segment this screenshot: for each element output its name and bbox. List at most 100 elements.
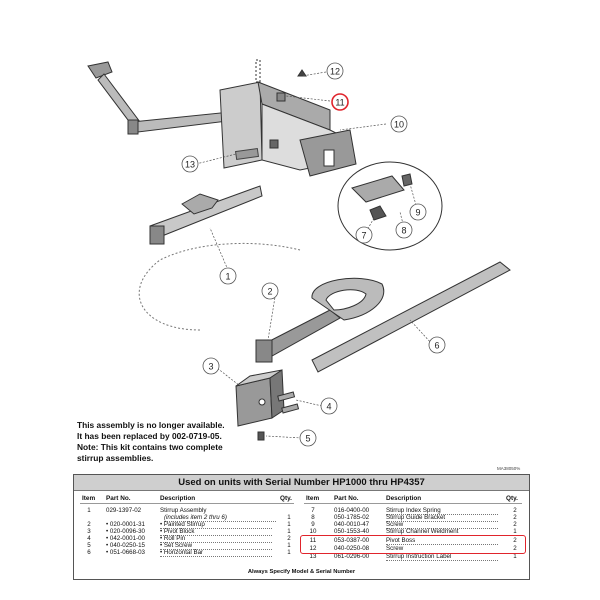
pivot-boss [276,69,307,102]
callout-4 [320,397,338,415]
cell-part: 029-1397-02 [106,507,142,514]
callout-num-8: 8 [401,226,406,236]
cell-qty: 1 [287,549,291,556]
callout-6 [428,336,446,354]
cell-desc: (includes item 2 thru 6) [164,514,276,522]
cell-desc: • Horizontal Bar [160,549,272,557]
cell-part: • 020-0001-31 [106,521,145,528]
notice-line-4: stirrup assemblies. [77,453,154,463]
cell-part: • 020-0096-30 [106,528,145,535]
header-item-right: Item [306,495,320,502]
parts-table: Used on units with Serial Number HP1000 … [73,474,530,580]
callout-num-1: 1 [225,272,230,282]
header-desc-left: Description [160,495,196,502]
horizontal-bar [311,261,511,373]
cell-desc: • Painted Stirrup [160,521,272,529]
callout-numbers: 1 2 3 4 5 6 7 8 9 10 11 12 13 [185,67,440,444]
availability-notice: This assembly is no longer available. It… [77,420,277,464]
cell-item: 9 [311,521,315,528]
callout-num-4: 4 [326,402,331,412]
callout-num-11: 11 [335,98,344,108]
callout-10 [390,115,408,133]
callout-8 [395,221,413,239]
cell-part: 053-0387-00 [334,537,370,544]
callout-num-10: 10 [394,120,404,130]
header-qty-left: Qty. [280,495,292,502]
cell-item: 10 [309,528,317,535]
header-part-right: Part No. [334,495,359,502]
cell-item: 6 [87,549,91,556]
notice-line-2: It has been replaced by 002-0719-05. [77,431,222,441]
cell-item: 13 [309,553,317,560]
assembly-bracket [138,242,301,331]
cell-qty: 1 [287,521,291,528]
stirrup-channel-weldment [219,59,357,177]
cell-desc: • Pivot Block [160,528,272,536]
callout-3 [202,357,220,375]
cell-desc: Screw [386,521,498,529]
roll-pins [277,391,300,414]
callout-12 [326,62,344,80]
callout-num-12: 12 [330,67,340,77]
header-desc-right: Description [386,495,422,502]
callout-num-6: 6 [434,341,439,351]
cell-qty: 2 [287,535,291,542]
instruction-label [234,147,260,161]
painted-stirrup [255,277,385,363]
cell-part: 040-0250-08 [334,545,370,552]
header-part-left: Part No. [106,495,131,502]
callout-circles [181,62,446,447]
cell-item: 7 [311,507,315,514]
cell-qty: 2 [513,514,517,521]
callout-num-3: 3 [208,362,213,372]
cell-desc: Stirrup Index Spring [386,507,498,515]
cell-qty: 1 [287,542,291,549]
cell-qty: 2 [513,537,517,544]
cell-item: 5 [87,542,91,549]
cell-item: 12 [309,545,317,552]
cell-desc: Stirrup Assembly [160,507,207,514]
cell-qty: 2 [513,507,517,514]
header-qty-right: Qty. [506,495,518,502]
cell-qty: 1 [287,514,291,521]
cell-part: • 040-0250-15 [106,542,145,549]
callout-13 [181,155,199,173]
cell-part: 061-0296-00 [334,553,370,560]
callout-9 [409,203,427,221]
cell-qty: 2 [513,545,517,552]
callout-num-5: 5 [305,434,310,444]
stirrup-side-bar [149,185,263,245]
table-footnote: Always Specify Model & Serial Number [247,569,356,575]
callout-1 [219,267,237,285]
cell-desc: • Set Screw [160,542,272,550]
cell-item: 1 [87,507,91,514]
cell-desc: Stirrup Instruction Label [386,553,498,561]
header-rule-left [80,503,294,504]
cell-item: 2 [87,521,91,528]
cell-part: 050-1553-40 [334,528,370,535]
callout-5 [299,429,317,447]
header-rule-right [304,503,522,504]
cell-item: 4 [87,535,91,542]
callout-2 [261,282,279,300]
cell-item: 8 [311,514,315,521]
cell-item: 11 [309,537,317,544]
notice-line-3: Note: This kit contains two complete [77,442,223,452]
cell-qty: 1 [513,553,517,560]
notice-line-1: This assembly is no longer available. [77,420,225,430]
callout-num-9: 9 [415,208,420,218]
cell-part: 040-0010-47 [334,521,370,528]
header-item-left: Item [82,495,96,502]
callout-11 [331,93,349,111]
table-title: Used on units with Serial Number HP1000 … [74,475,529,491]
cell-qty: 1 [513,528,517,535]
set-screw [257,431,265,441]
cell-part: • 051-0668-03 [106,549,145,556]
cell-desc: Stirrup Guide Bracket [386,514,498,522]
cell-part: • 042-0001-00 [106,535,145,542]
cell-part: 016-0400-00 [334,507,370,514]
highlight-annotation [300,535,526,554]
pivot-block [235,369,285,427]
callout-num-13: 13 [185,160,195,170]
callout-7 [355,226,373,244]
